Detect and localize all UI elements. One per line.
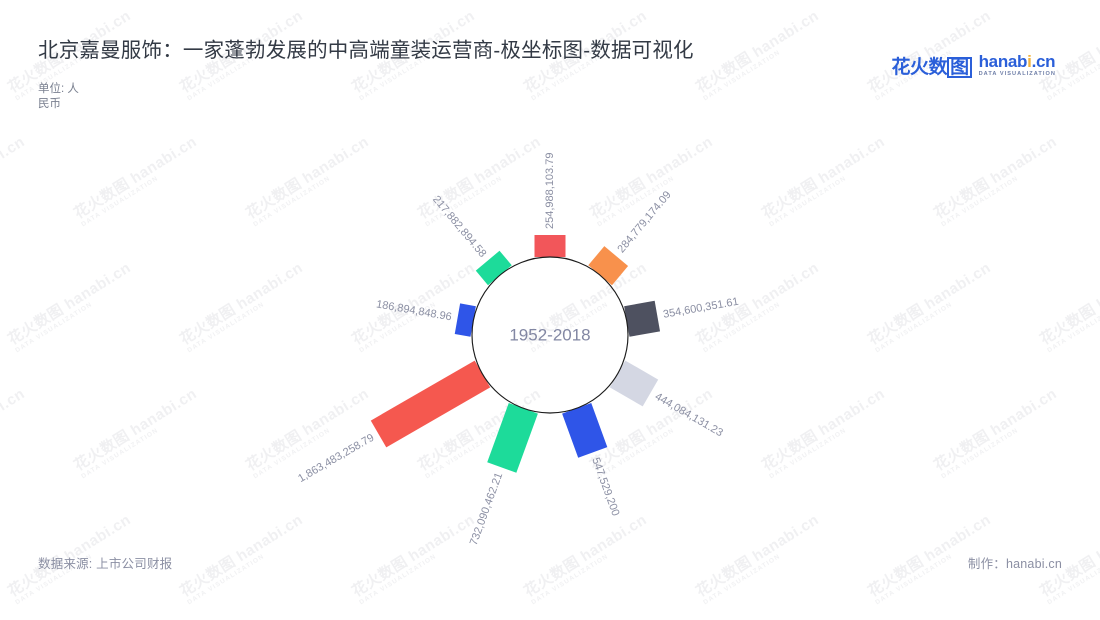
polar-bar[interactable] [588, 246, 629, 286]
logo-chinese-text: 花火数图 [892, 52, 972, 79]
polar-bar[interactable] [454, 303, 476, 337]
bar-value-label: 217,882,894.58 [430, 194, 488, 260]
polar-bar[interactable] [370, 360, 491, 448]
bar-value-label: 1,863,483,258.79 [296, 432, 376, 485]
bars-group [370, 235, 661, 473]
logo-latin-block: hanabi.cn DATA VISUALIZATION [979, 53, 1056, 78]
logo-tagline: DATA VISUALIZATION [978, 71, 1056, 78]
polar-bar[interactable] [487, 402, 538, 473]
data-source-note: 数据来源: 上市公司财报 [38, 557, 173, 571]
hanabi-logo: 花火数图 hanabi.cn DATA VISUALIZATION [892, 52, 1056, 79]
polar-bar[interactable] [624, 300, 661, 337]
polar-bar[interactable] [562, 402, 608, 458]
center-ring [471, 256, 629, 414]
bar-value-label: 354,600,351.61 [662, 296, 739, 321]
polar-bar[interactable] [609, 360, 659, 407]
bar-value-label: 732,090,462.21 [468, 471, 505, 547]
bar-value-label: 186,894,848.96 [375, 298, 452, 323]
bar-value-label: 547,529,200 [589, 456, 621, 518]
polar-bar[interactable] [475, 250, 512, 286]
bar-value-label: 254,988,103.79 [544, 153, 556, 229]
chart-unit-subtitle: 单位: 人民币 [38, 83, 79, 110]
polar-bar[interactable] [534, 235, 566, 257]
logo-domain-text: hanabi.cn [978, 52, 1056, 72]
center-label: 1952-2018 [509, 325, 590, 344]
bar-value-label: 284,779,174.09 [615, 189, 673, 255]
bar-value-label: 444,084,131.23 [653, 391, 725, 440]
value-labels-group: 254,988,103.79 284,779,174.09 354,600,351.… [296, 153, 739, 547]
page-title: 北京嘉曼服饰：一家蓬勃发展的中高端童装运营商-极坐标图-数据可视化 [38, 39, 694, 62]
credit-note: 制作：hanabi.cn [967, 557, 1062, 571]
